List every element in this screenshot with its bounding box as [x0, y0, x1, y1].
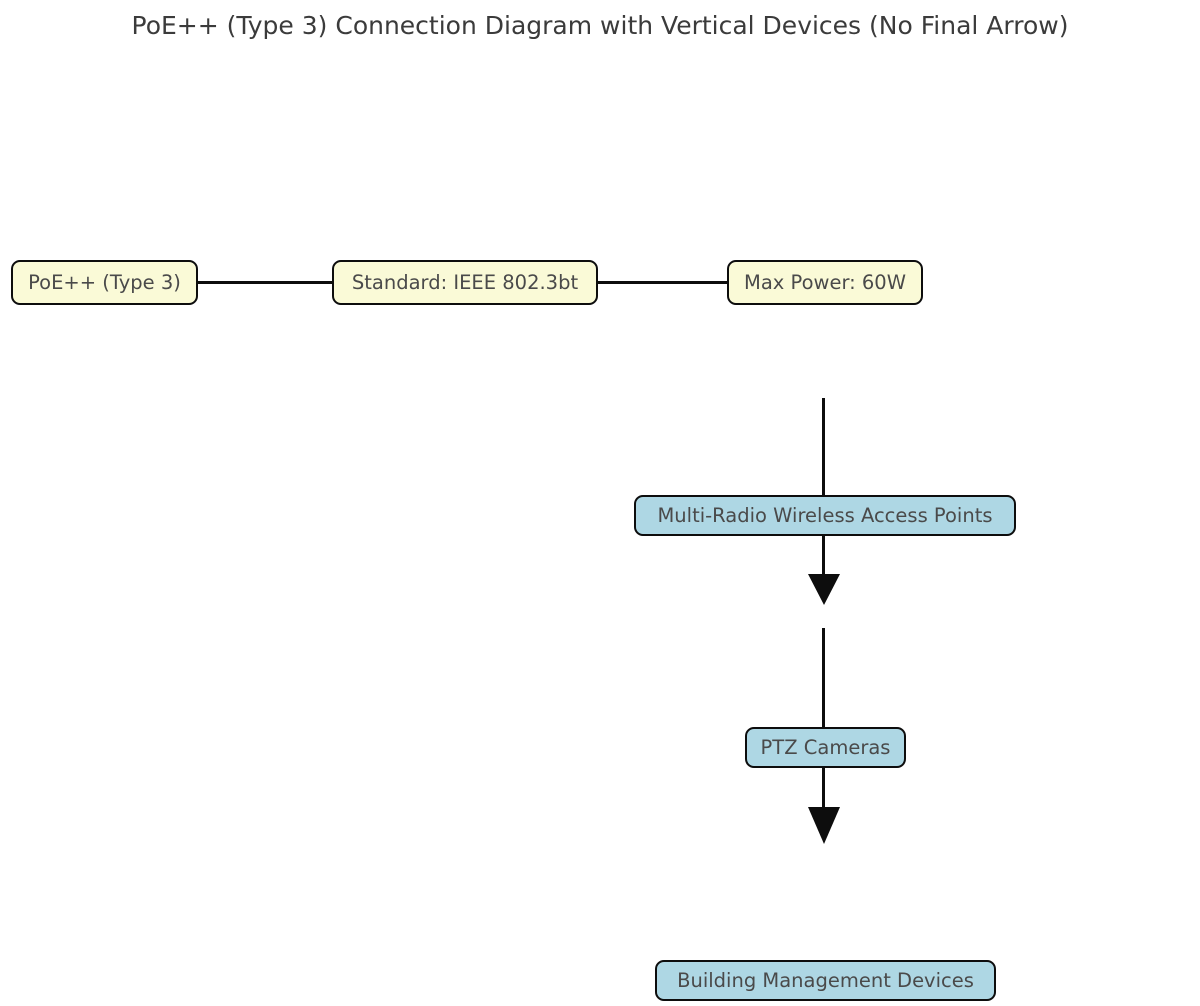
node-max-power-label: Max Power: 60W	[744, 271, 906, 294]
node-poe-type-label: PoE++ (Type 3)	[28, 271, 181, 294]
node-building-management[interactable]: Building Management Devices	[655, 960, 996, 1001]
node-wireless-access-points[interactable]: Multi-Radio Wireless Access Points	[634, 495, 1016, 536]
node-ptz-cameras-label: PTZ Cameras	[760, 736, 891, 759]
node-ptz-cameras[interactable]: PTZ Cameras	[745, 727, 906, 768]
edge-poe-type-to-standard	[196, 281, 336, 284]
node-standard[interactable]: Standard: IEEE 802.3bt	[332, 260, 598, 305]
edge-ptz-cameras-to-building-management	[822, 766, 826, 812]
arrowhead-dangling-no-final-arrow	[808, 807, 840, 844]
arrowhead-to-ptz-cameras	[808, 574, 840, 605]
edge-into-wireless-access-points	[822, 398, 826, 538]
node-max-power[interactable]: Max Power: 60W	[727, 260, 923, 305]
node-poe-type[interactable]: PoE++ (Type 3)	[11, 260, 198, 305]
edge-standard-to-max-power	[596, 281, 732, 284]
edge-wireless-access-points-to-ptz-cameras	[822, 533, 826, 579]
page-title: PoE++ (Type 3) Connection Diagram with V…	[131, 11, 1069, 40]
node-standard-label: Standard: IEEE 802.3bt	[351, 271, 579, 294]
edge-gap-below-first-arrow	[822, 628, 826, 730]
node-wireless-access-points-label: Multi-Radio Wireless Access Points	[657, 504, 993, 527]
node-building-management-label: Building Management Devices	[677, 969, 974, 992]
